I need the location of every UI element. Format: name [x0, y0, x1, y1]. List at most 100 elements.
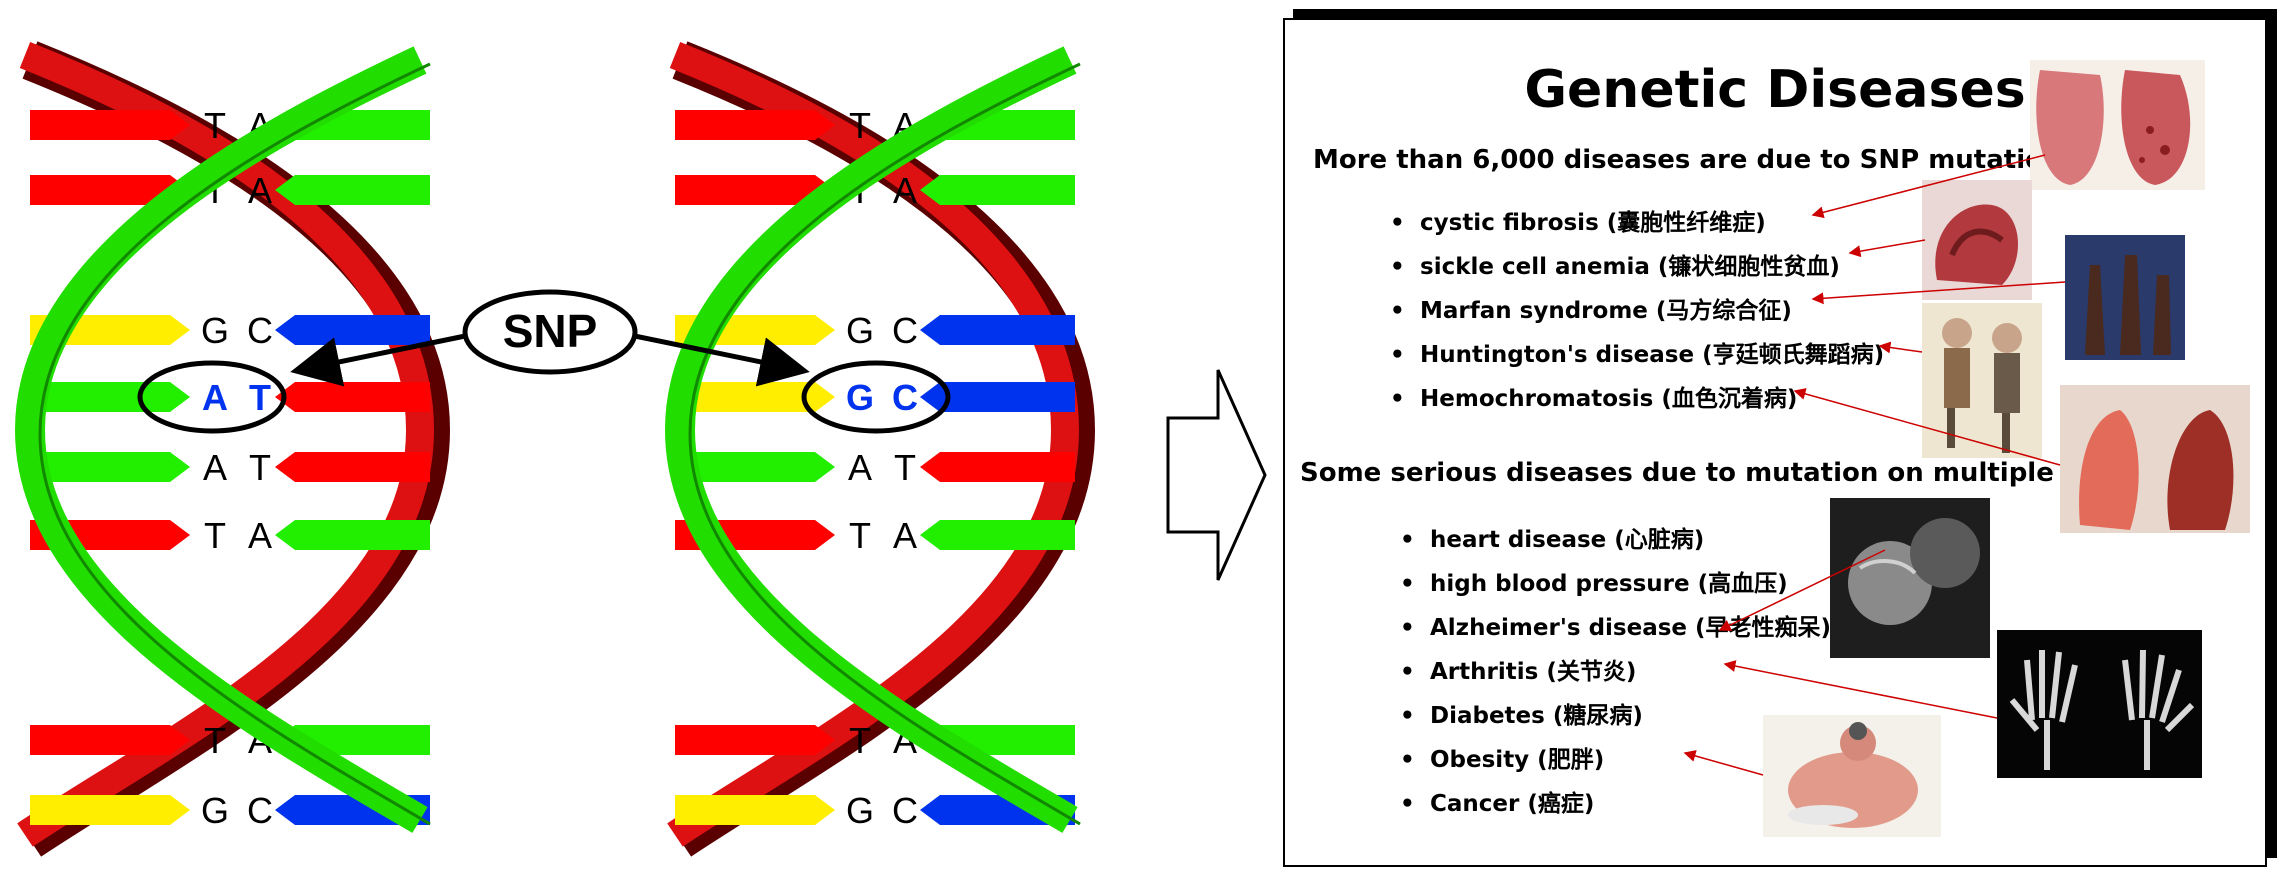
bullet: • [1400, 791, 1415, 817]
transition-arrow-icon [1166, 369, 1267, 581]
base-bar-right [275, 175, 430, 205]
snp-disease-label: Huntington's disease (亨廷顿氏舞蹈病) [1420, 342, 1885, 368]
base-letter-left: G [846, 377, 874, 418]
base-bar-right [920, 452, 1075, 482]
multi-gene-disease-item: • Diabetes (糖尿病) [1400, 696, 1643, 730]
base-letter-left: G [846, 310, 874, 351]
snp-disease-label: Marfan syndrome (马方综合征) [1420, 298, 1792, 324]
base-bar-left [30, 452, 190, 482]
snp-disease-item: • Huntington's disease (亨廷顿氏舞蹈病) [1390, 335, 1884, 369]
base-bar-right [275, 452, 430, 482]
multi-gene-heading: Some serious diseases due to mutation on… [1300, 458, 2162, 488]
multi-gene-disease-item: • Cancer (癌症) [1400, 784, 1594, 818]
base-bar-right [920, 382, 1075, 412]
base-letter-left: T [849, 720, 871, 761]
multi-gene-disease-item: •Alzheimer's disease (早老性痴呆) [1400, 608, 1831, 642]
base-letter-right: A [893, 515, 917, 556]
bullet: • [1400, 659, 1415, 685]
base-bar-right [275, 520, 430, 550]
multi-gene-disease-label: Obesity (肥胖) [1430, 747, 1605, 773]
backbone-red-left [17, 42, 435, 847]
base-letter-right: T [249, 377, 271, 418]
base-letter-right: C [892, 790, 918, 831]
base-letter-right: T [894, 447, 916, 488]
base-bar-right [920, 175, 1075, 205]
base-bar-left [675, 382, 835, 412]
multi-gene-disease-label: Diabetes (糖尿病) [1430, 703, 1643, 729]
multi-gene-disease-label: high blood pressure (高血压) [1430, 571, 1788, 597]
backbone-green-left [14, 46, 428, 833]
base-letter-left: T [849, 105, 871, 146]
hands-photo-1 [1922, 180, 2032, 300]
snp-arrow-right [629, 332, 810, 387]
snp-disease-label: sickle cell anemia (镰状细胞性贫血) [1420, 254, 1840, 280]
snp-label: SNP [503, 305, 598, 357]
multi-gene-disease-label: Alzheimer's disease (早老性痴呆) [1430, 615, 1832, 641]
multi-gene-disease-item: • high blood pressure (高血压) [1400, 564, 1788, 598]
bullet: • [1400, 747, 1415, 773]
base-letter-left: G [201, 790, 229, 831]
bullet: • [1400, 571, 1415, 597]
snp-disease-item: •cystic fibrosis (囊胞性纤维症) [1390, 203, 1766, 237]
base-bar-left [675, 725, 835, 755]
elderly-portrait-photo [1830, 498, 1990, 658]
panel-title: Genetic Diseases [1524, 60, 2026, 120]
multi-gene-disease-item: •Arthritis (关节炎) [1400, 652, 1636, 686]
base-letter-right: A [893, 170, 917, 211]
base-bar-left [675, 795, 835, 825]
snp-ellipse-left [137, 360, 287, 434]
base-bar-left [30, 725, 190, 755]
xray-hands-photo [1997, 630, 2202, 778]
base-letter-left: T [849, 515, 871, 556]
snp-arrow-left [290, 332, 471, 387]
multi-gene-disease-item: • heart disease (心脏病) [1400, 520, 1704, 554]
base-bar-right [275, 382, 430, 412]
bullet: • [1400, 703, 1415, 729]
base-bar-left [675, 110, 835, 140]
snp-disease-item: • Hemochromatosis (血色沉着病) [1390, 379, 1797, 413]
base-letter-right: C [247, 310, 273, 351]
hands-photo-2 [2065, 235, 2185, 360]
base-bar-right [275, 315, 430, 345]
pigmented-hands-photo [2060, 385, 2250, 533]
snp-ellipse-right [801, 360, 951, 434]
base-bar-left [30, 110, 190, 140]
multi-gene-disease-label: heart disease (心脏病) [1430, 527, 1705, 553]
base-bar-left [30, 175, 190, 205]
bullet: • [1390, 386, 1405, 412]
genetic-diseases-panel: Genetic Diseases More than 6,000 disease… [1283, 18, 2267, 867]
base-bar-left [675, 175, 835, 205]
base-bar-left [30, 795, 190, 825]
base-letter-left: G [846, 790, 874, 831]
base-letter-left: A [848, 447, 872, 488]
multi-gene-disease-label: Cancer (癌症) [1430, 791, 1595, 817]
backbone-red-right [667, 42, 1080, 847]
connector-arrows [1683, 154, 2066, 776]
base-letter-right: C [892, 377, 918, 418]
base-letter-left: T [204, 105, 226, 146]
bullet: • [1400, 527, 1415, 553]
base-letter-right: C [892, 310, 918, 351]
base-letter-right: A [248, 515, 272, 556]
snp-disease-label: cystic fibrosis (囊胞性纤维症) [1420, 210, 1766, 236]
obesity-illustration [1763, 715, 1941, 837]
bullet: • [1390, 342, 1405, 368]
base-bar-left [675, 452, 835, 482]
snp-disease-label: Hemochromatosis (血色沉着病) [1420, 386, 1798, 412]
snp-diseases-heading: More than 6,000 diseases are due to SNP … [1313, 145, 2077, 175]
base-bar-left [30, 382, 190, 412]
base-letter-left: G [201, 310, 229, 351]
snp-disease-item: •sickle cell anemia (镰状细胞性贫血) [1390, 247, 1840, 281]
snp-label-ellipse [462, 289, 638, 375]
bullet: • [1390, 298, 1405, 324]
